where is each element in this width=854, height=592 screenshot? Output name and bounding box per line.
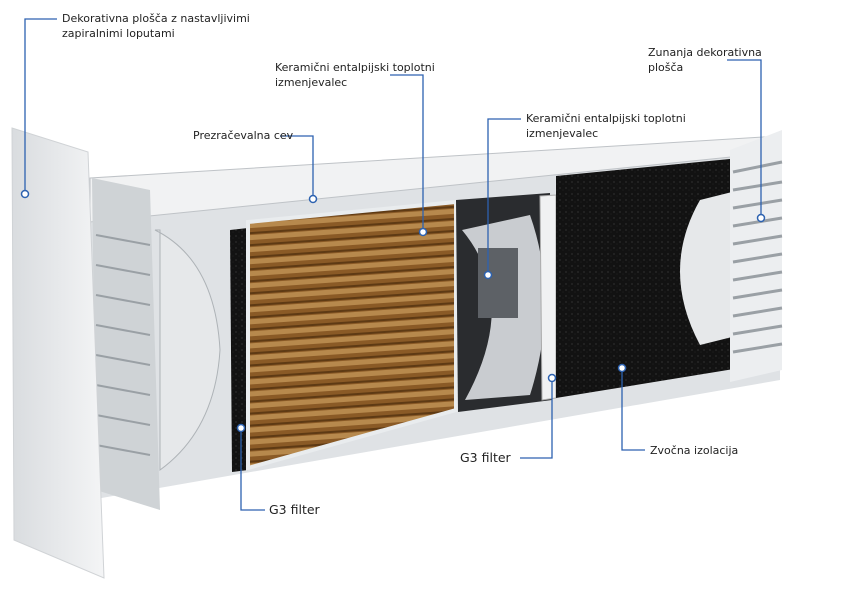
outer-louvres <box>732 160 783 354</box>
g3-filter-left-shape <box>230 228 248 472</box>
outer-cone <box>680 190 740 345</box>
label-line: Zunanja dekorativna <box>648 46 762 59</box>
label-heat-exchanger-2: Keramični entalpijski toplotni izmenjeva… <box>526 111 686 141</box>
label-line: izmenjevalec <box>526 127 599 140</box>
g3-filter-right-shape <box>539 194 557 401</box>
label-sound-insulation: Zvočna izolacija <box>650 444 739 457</box>
left-chamber <box>154 229 221 471</box>
label-line: izmenjevalec <box>275 76 348 89</box>
label-vent-pipe: Prezračevalna cev <box>193 129 294 142</box>
label-line: Dekorativna plošča z nastavljivimi <box>62 12 250 25</box>
decorative-panel <box>11 127 105 579</box>
label-line: zapiralnimi loputami <box>62 27 175 40</box>
label-g3-filter-left: G3 filter <box>269 502 320 517</box>
leader-lines <box>24 18 762 511</box>
label-line: Keramični entalpijski toplotni <box>526 112 686 125</box>
ceramic-heat-exchanger <box>246 199 458 471</box>
outer-decorative-panel <box>730 130 782 382</box>
label-outer-panel: Zunanja dekorativna plošča <box>648 45 762 75</box>
label-line: plošča <box>648 61 684 74</box>
label-g3-filter-right: G3 filter <box>460 450 511 465</box>
label-decorative-panel: Dekorativna plošča z nastavljivimi zapir… <box>62 11 250 41</box>
inner-grille <box>92 178 160 510</box>
inner-grille-louvres <box>95 234 151 456</box>
label-heat-exchanger-1: Keramični entalpijski toplotni izmenjeva… <box>275 60 435 90</box>
label-line: Keramični entalpijski toplotni <box>275 61 435 74</box>
fan-motor <box>478 248 518 318</box>
callout-dots <box>20 189 766 433</box>
